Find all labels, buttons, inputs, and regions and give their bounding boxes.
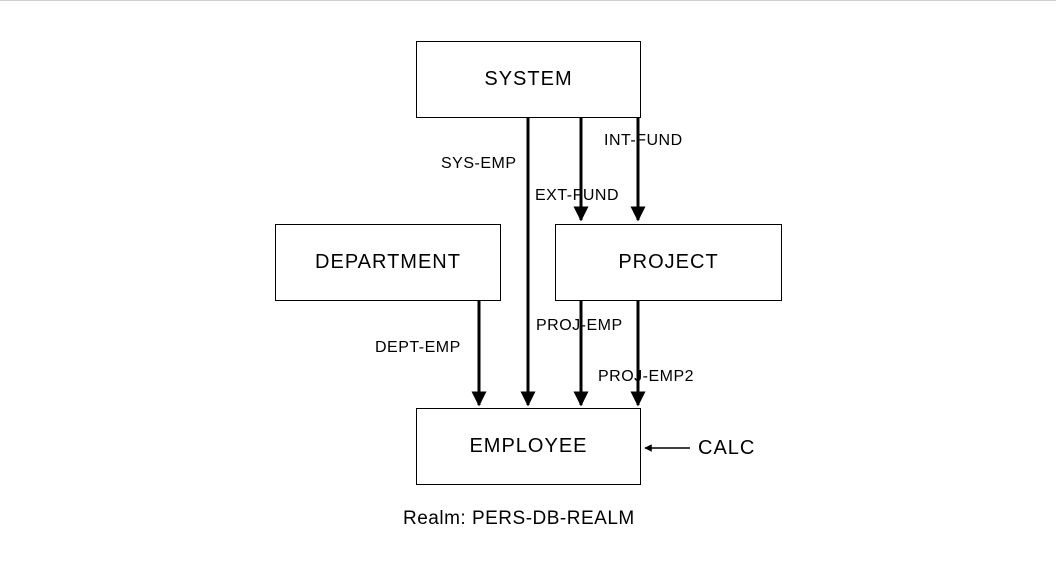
int-fund-set-label: INT-FUND <box>604 132 683 149</box>
proj-emp2-set-label: PROJ-EMP2 <box>598 368 695 385</box>
employee-label: EMPLOYEE <box>469 435 588 457</box>
employee-record-box: EMPLOYEE <box>416 408 641 485</box>
department-label: DEPARTMENT <box>315 251 461 273</box>
system-label: SYSTEM <box>484 68 573 90</box>
top-border <box>0 0 1056 1</box>
dept-emp-set-label: DEPT-EMP <box>375 339 461 356</box>
realm-caption: Realm: PERS-DB-REALM <box>403 508 635 529</box>
system-record-box: SYSTEM <box>416 41 641 118</box>
sys-emp-set-label: SYS-EMP <box>441 155 517 172</box>
ext-fund-set-label: EXT-FUND <box>535 187 619 204</box>
proj-emp-set-label: PROJ-EMP <box>536 317 623 334</box>
calc-label: CALC <box>698 437 756 459</box>
project-label: PROJECT <box>618 251 719 273</box>
project-record-box: PROJECT <box>555 224 782 301</box>
department-record-box: DEPARTMENT <box>275 224 501 301</box>
